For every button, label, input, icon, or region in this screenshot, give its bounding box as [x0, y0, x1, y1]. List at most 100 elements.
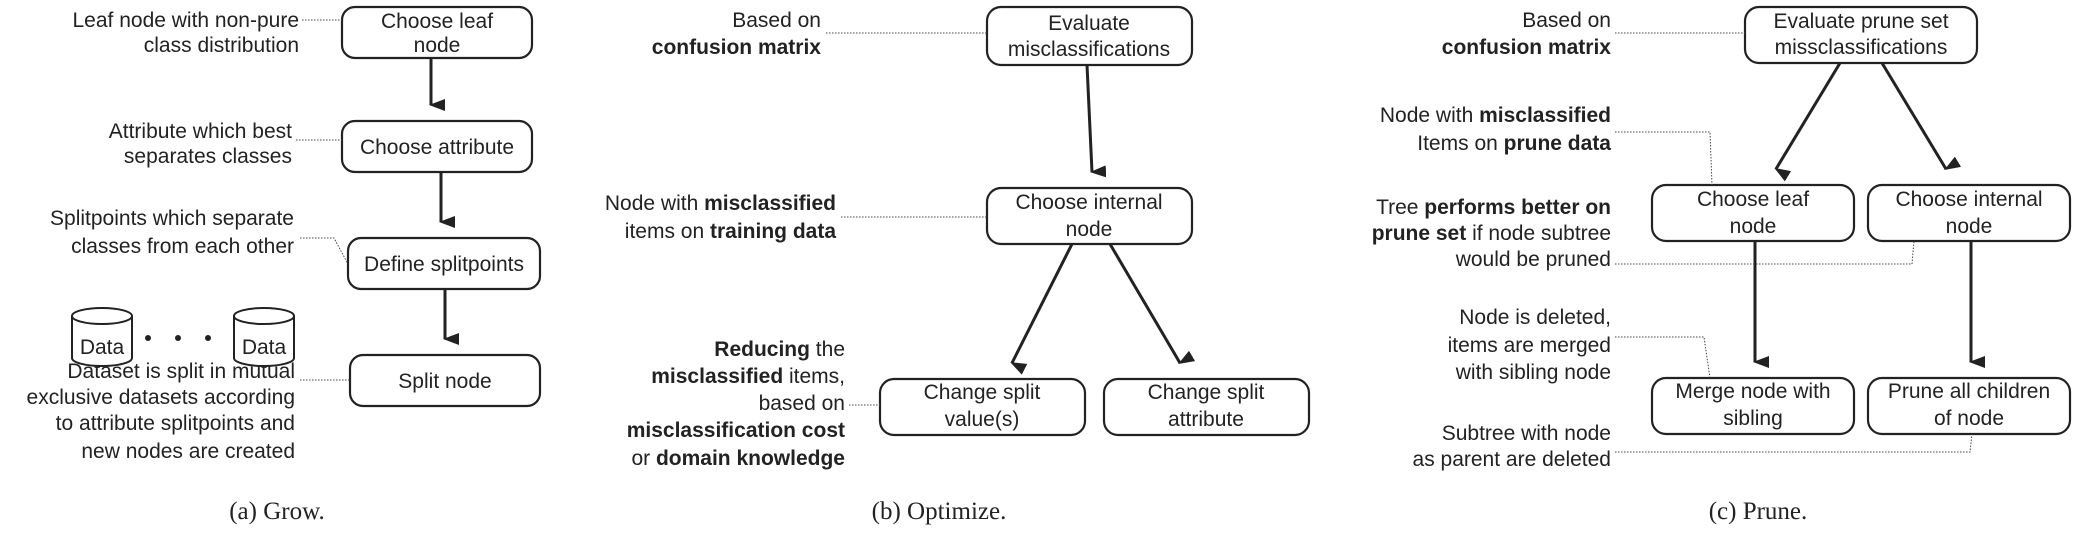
- prune-note-items-on-line: Items on prune data: [1417, 132, 1611, 155]
- prune-leader-merge: [1615, 336, 1711, 379]
- opt-arrow-to-change-attribute: [1108, 243, 1196, 365]
- grow-data-label-2: Data: [242, 336, 287, 359]
- opt-note-misclassified: misclassified: [704, 192, 836, 215]
- opt-change-attribute-line1: Change split: [1148, 381, 1265, 404]
- prune-prune-all-line2: of node: [1934, 407, 2004, 430]
- opt-note-misclassified-bold: misclassified: [651, 365, 783, 388]
- grow-note-data-1: Dataset is split in mutual: [67, 360, 295, 383]
- prune-choose-internal-line2: node: [1946, 215, 1993, 238]
- panel-optimize: Evaluate misclassifications Choose inter…: [605, 5, 1311, 525]
- panel-grow: Choose leaf node Choose attribute Define…: [27, 5, 542, 525]
- opt-change-attribute-line2: attribute: [1168, 408, 1244, 431]
- opt-evaluate-line2: misclassifications: [1008, 38, 1170, 61]
- grow-note-data-4: new nodes are created: [81, 440, 295, 463]
- opt-note-the: the: [810, 338, 845, 361]
- grow-choose-leaf-node: [340, 5, 534, 60]
- prune-choose-leaf-node: [1650, 183, 1856, 243]
- grow-define-splitpoints-label: Define splitpoints: [364, 253, 524, 276]
- prune-leader-internal: [1615, 240, 1915, 265]
- opt-evaluate-line1: Evaluate: [1048, 12, 1130, 35]
- grow-choose-attribute-node: [340, 119, 534, 174]
- prune-prune-all-line1: Prune all children: [1888, 380, 2050, 403]
- opt-caption: (b) Optimize.: [872, 498, 1007, 525]
- prune-merge-line2: sibling: [1723, 407, 1783, 430]
- grow-choose-leaf-line2: node: [414, 34, 461, 57]
- prune-choose-leaf-line2: node: [1730, 215, 1777, 238]
- prune-note-deleted-1: Node is deleted,: [1459, 306, 1611, 329]
- grow-note-attr-2: separates classes: [124, 145, 292, 168]
- prune-choose-leaf-line1: Choose leaf: [1697, 188, 1809, 211]
- opt-note-training-data: training data: [710, 220, 836, 243]
- opt-change-attribute-node: [1102, 377, 1311, 437]
- prune-note-prune-data: prune data: [1504, 132, 1612, 155]
- prune-caption: (c) Prune.: [1709, 498, 1808, 525]
- prune-leader-leaf: [1615, 131, 1713, 186]
- prune-note-deleted-2: items are merged: [1448, 334, 1611, 357]
- grow-ellipsis-dots: [145, 335, 211, 341]
- opt-note-misclassification-cost: misclassification cost: [627, 419, 845, 442]
- opt-note-misclassified-items-line: misclassified items,: [651, 365, 845, 388]
- prune-note-would-be-pruned: would be pruned: [1455, 248, 1611, 271]
- grow-leader-split: [300, 237, 349, 265]
- prune-note-node-with-line: Node with misclassified: [1380, 104, 1611, 127]
- opt-note-domain-line: or domain knowledge: [631, 447, 845, 470]
- opt-note-node-with-line: Node with misclassified: [605, 192, 836, 215]
- opt-note-items-on: items on: [625, 220, 710, 243]
- grow-data-cylinder-2: Data: [233, 307, 295, 367]
- opt-note-confusion: confusion matrix: [652, 36, 822, 59]
- prune-arrow-to-leaf: [1774, 62, 1842, 182]
- opt-note-based-on: Based on: [732, 9, 821, 32]
- grow-note-attr-1: Attribute which best: [109, 120, 292, 143]
- opt-arrow-to-change-value: [1010, 243, 1074, 375]
- opt-note-domain-knowledge: domain knowledge: [656, 447, 845, 470]
- prune-note-subtree-1: Subtree with node: [1442, 422, 1611, 445]
- prune-merge-line1: Merge node with: [1675, 380, 1830, 403]
- opt-choose-internal-line1: Choose internal: [1015, 191, 1162, 214]
- opt-choose-internal-node: [985, 186, 1194, 246]
- grow-note-data-2: exclusive datasets according: [27, 386, 295, 409]
- grow-split-node-node: [348, 353, 542, 408]
- grow-choose-leaf-line1: Choose leaf: [381, 10, 493, 33]
- prune-note-items-on: Items on: [1417, 132, 1503, 155]
- prune-note-prune-set-line: prune set if node subtree: [1372, 222, 1611, 245]
- opt-change-value-line1: Change split: [924, 381, 1041, 404]
- grow-note-data-3: to attribute splitpoints and: [56, 412, 295, 435]
- grow-caption: (a) Grow.: [229, 498, 325, 525]
- prune-note-tree-line: Tree performs better on: [1376, 196, 1611, 219]
- grow-data-label-1: Data: [80, 336, 125, 359]
- opt-note-node-with: Node with: [605, 192, 704, 215]
- prune-prune-all-node: [1866, 376, 2072, 436]
- grow-data-cylinder-1: Data: [71, 307, 133, 367]
- prune-note-subtree-2: as parent are deleted: [1413, 448, 1611, 471]
- opt-evaluate-node: [985, 5, 1194, 67]
- prune-evaluate-line2: missclassifications: [1775, 36, 1948, 59]
- prune-note-node-with: Node with: [1380, 104, 1479, 127]
- opt-change-value-node: [878, 377, 1087, 437]
- grow-split-node-label: Split node: [398, 370, 491, 393]
- opt-note-items-on-line: items on training data: [625, 220, 837, 243]
- opt-note-items-comma: items,: [783, 365, 845, 388]
- prune-note-based-on: Based on: [1522, 9, 1611, 32]
- panel-prune: Evaluate prune set missclassifications C…: [1372, 5, 2072, 525]
- prune-arrow-to-internal: [1880, 62, 1962, 171]
- opt-note-or: or: [631, 447, 656, 470]
- grow-note-split-1: Splitpoints which separate: [50, 207, 294, 230]
- opt-note-reducing: Reducing: [714, 338, 810, 361]
- prune-choose-internal-line1: Choose internal: [1895, 188, 2042, 211]
- prune-evaluate-node: [1743, 5, 1979, 65]
- prune-note-prune-set: prune set: [1372, 222, 1467, 245]
- opt-note-based-on-lower: based on: [759, 392, 845, 415]
- opt-arrow-eval-to-choose: [1085, 64, 1107, 178]
- prune-merge-node: [1650, 376, 1856, 436]
- prune-evaluate-line1: Evaluate prune set: [1773, 10, 1948, 33]
- prune-note-deleted-3: with sibling node: [1455, 361, 1611, 384]
- grow-choose-attribute-label: Choose attribute: [360, 136, 514, 159]
- grow-note-split-2: classes from each other: [71, 235, 294, 258]
- prune-note-misclassified: misclassified: [1479, 104, 1611, 127]
- prune-note-confusion: confusion matrix: [1442, 36, 1612, 59]
- prune-note-performs: performs better on: [1424, 196, 1611, 219]
- prune-note-if-subtree: if node subtree: [1466, 222, 1611, 245]
- grow-note-leaf-1: Leaf node with non-pure: [73, 9, 300, 32]
